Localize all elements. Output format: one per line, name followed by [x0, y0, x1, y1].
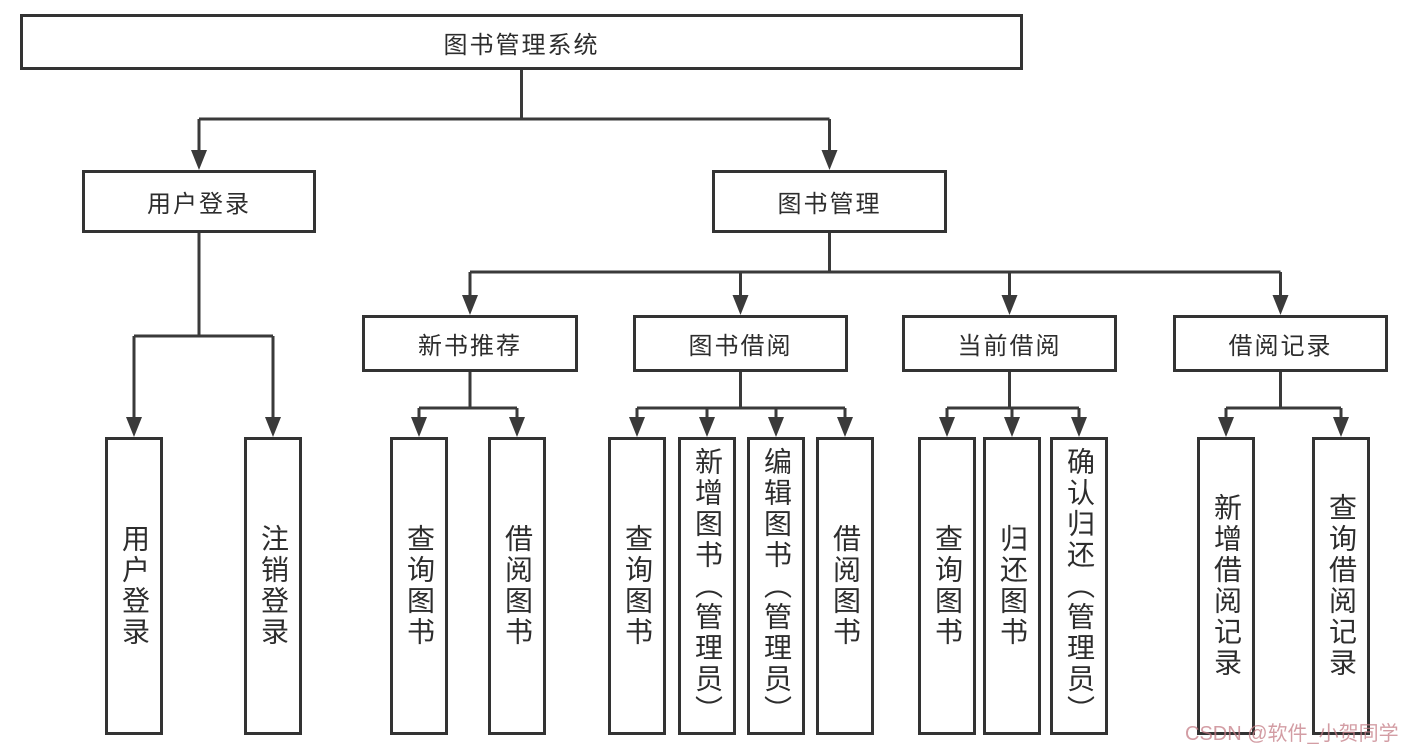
- connector-root-to-level2: [197, 70, 831, 154]
- leaf-borrow-books-recommend-label: 借阅图书: [502, 524, 533, 648]
- connector-login-to-leaves: [132, 233, 275, 421]
- leaf-query-books-recommend: 查询图书: [390, 437, 448, 735]
- node-book-management-label: 图书管理: [777, 191, 882, 218]
- node-current-borrow-label: 当前借阅: [957, 333, 1062, 360]
- node-root-system: 图书管理系统: [20, 14, 1023, 70]
- watermark: CSDN @软件_小贺同学: [1185, 723, 1399, 745]
- leaf-add-book-admin-label: 新增图书（管理员）: [692, 446, 723, 726]
- node-new-book-recommend: 新书推荐: [362, 315, 578, 372]
- node-borrow-records-label: 借阅记录: [1228, 333, 1333, 360]
- leaf-logout-label: 注销登录: [258, 524, 289, 648]
- leaf-add-borrow-record-label: 新增借阅记录: [1211, 493, 1242, 679]
- leaf-query-borrow-record: 查询借阅记录: [1312, 437, 1370, 735]
- node-user-login: 用户登录: [82, 170, 316, 233]
- leaf-borrow-books-label: 借阅图书: [830, 524, 861, 648]
- leaf-confirm-return-admin-label: 确认归还（管理员）: [1064, 446, 1095, 726]
- leaf-borrow-books: 借阅图书: [816, 437, 874, 735]
- leaf-edit-book-admin-label: 编辑图书（管理员）: [761, 446, 792, 726]
- connector-group1-to-leaves: [635, 372, 847, 421]
- leaf-query-books-current-label: 查询图书: [932, 524, 963, 648]
- connector-group0-to-leaves: [417, 372, 519, 421]
- node-user-login-label: 用户登录: [147, 191, 251, 218]
- leaf-return-book: 归还图书: [983, 437, 1041, 735]
- node-root-label: 图书管理系统: [443, 31, 600, 59]
- leaf-add-borrow-record: 新增借阅记录: [1197, 437, 1255, 735]
- connector-group2-to-leaves: [945, 372, 1081, 421]
- leaf-user-login-label: 用户登录: [119, 524, 150, 648]
- node-book-management: 图书管理: [712, 170, 947, 233]
- leaf-query-books-recommend-label: 查询图书: [404, 524, 435, 648]
- node-current-borrow: 当前借阅: [902, 315, 1117, 372]
- leaf-query-books-current: 查询图书: [918, 437, 976, 735]
- leaf-query-books-borrow-label: 查询图书: [622, 524, 653, 648]
- connector-mgmt-to-level3: [468, 233, 1282, 299]
- leaf-confirm-return-admin: 确认归还（管理员）: [1050, 437, 1108, 735]
- connector-group3-to-leaves: [1224, 372, 1343, 421]
- leaf-return-book-label: 归还图书: [997, 524, 1028, 648]
- leaf-user-login: 用户登录: [105, 437, 163, 735]
- leaf-edit-book-admin: 编辑图书（管理员）: [747, 437, 805, 735]
- node-new-book-recommend-label: 新书推荐: [418, 333, 522, 360]
- leaf-query-books-borrow: 查询图书: [608, 437, 666, 735]
- node-book-borrow: 图书借阅: [633, 315, 848, 372]
- node-book-borrow-label: 图书借阅: [688, 333, 793, 360]
- leaf-query-borrow-record-label: 查询借阅记录: [1326, 493, 1357, 679]
- leaf-borrow-books-recommend: 借阅图书: [488, 437, 546, 735]
- leaf-add-book-admin: 新增图书（管理员）: [678, 437, 736, 735]
- leaf-logout: 注销登录: [244, 437, 302, 735]
- node-borrow-records: 借阅记录: [1173, 315, 1388, 372]
